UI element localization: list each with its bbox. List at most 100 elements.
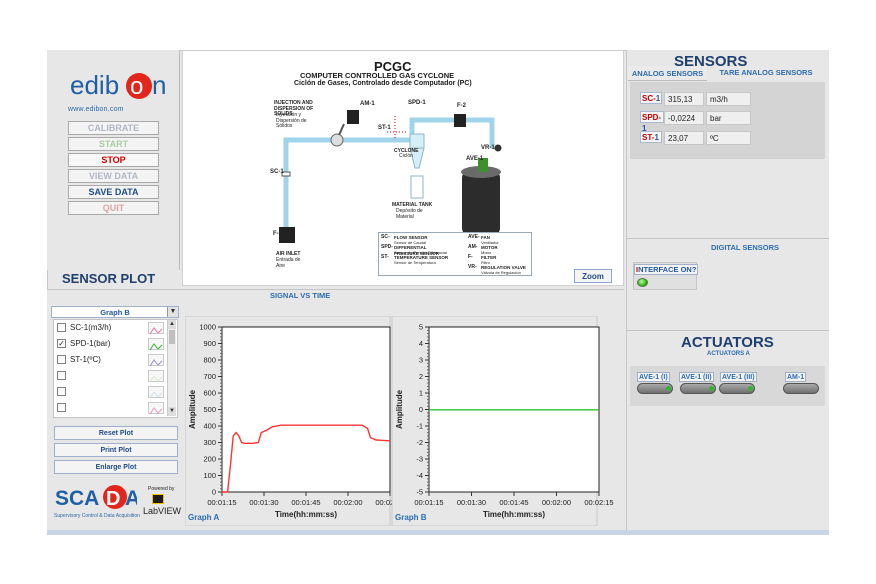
legend-code: SC-: [381, 234, 390, 240]
legend-es: Ventilador: [481, 239, 499, 245]
cyclone-body: [409, 133, 425, 149]
sensor-prefix-spd: SPD-: [642, 113, 662, 122]
actuator-toggle-ave1-ii[interactable]: [680, 383, 716, 394]
reset-plot-button[interactable]: Reset Plot: [54, 426, 178, 440]
scheme-subtitle-es: Ciclón de Gases, Controlado desde Comput…: [294, 80, 472, 87]
y-tick-label: 1: [419, 389, 423, 398]
legend-code: AVE-: [468, 234, 480, 240]
series-checkbox[interactable]: [57, 403, 66, 412]
label-ave1: AVE-1: [466, 156, 484, 162]
series-swatch-line: [149, 407, 163, 415]
label-spd1: SPD-1: [408, 100, 426, 106]
tab-analog-sensors[interactable]: ANALOG SENSORS: [628, 66, 707, 81]
x-tick-label: 00:02:00: [333, 498, 362, 507]
series-checkbox[interactable]: [57, 387, 66, 396]
label-st1: ST-1: [378, 125, 391, 131]
plot-area: [221, 326, 391, 493]
series-swatch[interactable]: [148, 354, 164, 367]
legend-en: TEMPERATURE SENSOR: [394, 255, 449, 260]
zoom-button[interactable]: Zoom: [574, 269, 612, 283]
enlarge-plot-button[interactable]: Enlarge Plot: [54, 460, 178, 474]
y-tick-label: -2: [416, 438, 423, 447]
x-tick-label: 00:01:15: [414, 498, 443, 507]
x-tick-label: 00:02:15: [375, 498, 404, 507]
bottom-bar: [47, 530, 829, 535]
label-cyclone: CYCLONE: [394, 148, 419, 154]
y-tick-label: 1000: [199, 323, 216, 332]
sensor-plot-title: SENSOR PLOT: [62, 271, 156, 286]
series-list: [53, 319, 178, 418]
series-label: SPD-1(bar): [70, 339, 111, 348]
y-tick-label: 400: [203, 422, 216, 431]
save-data-button[interactable]: SAVE DATA: [68, 185, 159, 199]
am1-motor: [347, 110, 359, 124]
f1-filter: [279, 227, 295, 243]
series-label: SC-1(m3/h): [70, 323, 112, 332]
tab-tare-analog-sensors[interactable]: TARE ANALOG SENSORS: [719, 68, 813, 77]
start-button[interactable]: START: [68, 137, 159, 151]
series-swatch[interactable]: [148, 322, 164, 335]
powered-by: Powered by: [148, 486, 175, 492]
stop-button[interactable]: STOP: [68, 153, 159, 167]
view-data-button[interactable]: VIEW DATA: [68, 169, 159, 183]
actuator-toggle-ave1-iii[interactable]: [719, 383, 755, 394]
actuator-label-am1: AM-1: [785, 372, 807, 382]
actuator-label-ave1-ii: AVE-1 (II): [679, 372, 714, 382]
y-tick-label: 5: [419, 323, 423, 332]
sensor-label-spd1: SPD- 1: [640, 111, 664, 133]
series-swatch-line: [149, 343, 163, 351]
series-scrollbar[interactable]: ▲▼: [167, 320, 176, 416]
actuator-toggle-am1[interactable]: [783, 383, 819, 394]
x-axis-label: Time(hh:mm:ss): [483, 510, 545, 519]
series-checkbox[interactable]: [57, 323, 66, 332]
legend-en: FLOW SENSOR: [394, 235, 428, 240]
sensor-unit-spd1: bar: [706, 111, 751, 125]
label-material-tank: MATERIAL TANK: [392, 202, 433, 208]
labview-icon: [152, 494, 164, 504]
series-checkbox[interactable]: [57, 355, 66, 364]
x-tick-label: 00:01:45: [291, 498, 320, 507]
sensor-suffix-spd: 1: [642, 124, 647, 133]
x-tick-label: 00:02:15: [584, 498, 613, 507]
calibrate-button[interactable]: CALIBRATE: [68, 121, 159, 135]
series-swatch[interactable]: [148, 402, 164, 415]
pipe-top: [392, 117, 495, 148]
scheme-title: PCGC: [374, 59, 412, 74]
series-swatch[interactable]: [148, 370, 164, 383]
chevron-down-icon[interactable]: ▼: [167, 307, 178, 317]
divider-digital: [626, 238, 829, 239]
x-tick-label: 00:01:15: [207, 498, 236, 507]
scheme-legend: [378, 232, 532, 276]
series-swatch-line: [149, 375, 163, 383]
sensor-unit-st1: ºC: [706, 131, 751, 145]
series-swatch[interactable]: [148, 338, 164, 351]
actuators-subtitle: ACTUATORS A: [707, 351, 750, 357]
injector: [330, 133, 344, 147]
sensor-suffix-sc: 1: [655, 94, 661, 103]
scada-text-left: SCA: [55, 487, 99, 510]
quit-button[interactable]: QUIT: [68, 201, 159, 215]
series-checkbox[interactable]: [57, 371, 66, 380]
digital-sensors-title: DIGITAL SENSORS: [711, 243, 780, 252]
label-sc1: SC-1: [270, 169, 284, 175]
series-swatch-line: [149, 359, 163, 367]
ave1-motor: [478, 158, 488, 172]
label-f1: F-1: [273, 231, 282, 237]
scroll-thumb[interactable]: [169, 330, 175, 344]
scroll-down-icon[interactable]: ▼: [168, 407, 176, 416]
series-swatch[interactable]: [148, 386, 164, 399]
x-tick-label: 00:02:00: [542, 498, 571, 507]
sensor-label-st1: ST-1: [640, 131, 662, 143]
graph-select[interactable]: Graph B▼: [51, 306, 179, 318]
actuator-toggle-ave1-i[interactable]: [637, 383, 673, 394]
print-plot-button[interactable]: Print Plot: [54, 443, 178, 457]
scroll-up-icon[interactable]: ▲: [168, 320, 176, 329]
scada-subtitle: Supervisory Control & Data Acquisition: [54, 513, 140, 519]
y-tick-label: 2: [419, 372, 423, 381]
legend-es: Filtro: [481, 259, 490, 265]
series-checkbox[interactable]: ✓: [57, 339, 66, 348]
sensor-prefix-sc: SC-: [642, 94, 656, 103]
interface-led: [637, 278, 648, 287]
sensor-label-sc1: SC-1: [640, 92, 662, 104]
y-tick-label: 0: [212, 488, 216, 497]
